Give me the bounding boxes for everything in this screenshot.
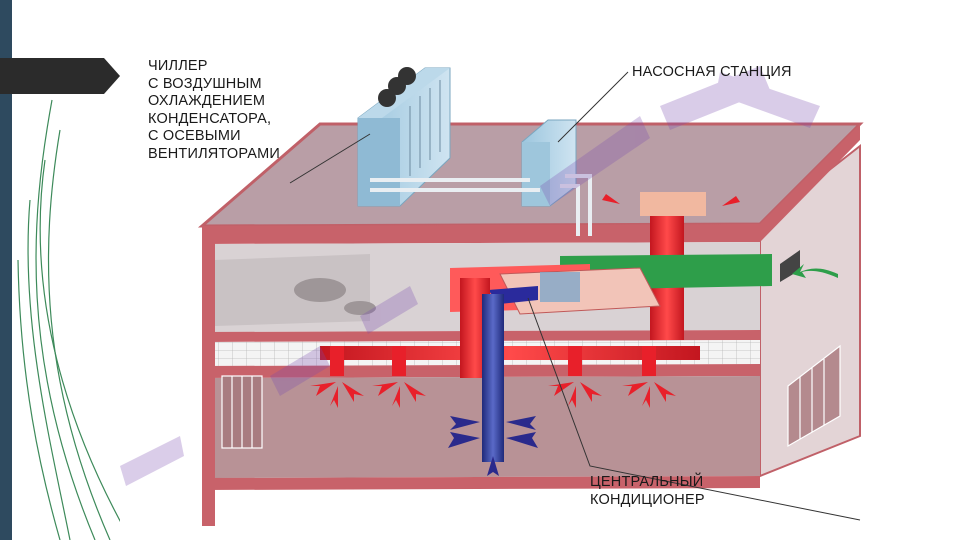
slide-accent-bar [0,0,12,540]
warm-air-arrows [310,194,740,408]
arrow-tab-decoration [0,58,120,94]
label-leader-lines [289,71,861,521]
cold-air-arrows [448,416,538,476]
chiller-label-line: С ОСЕВЫМИ [148,128,241,144]
chiller-label-line: ЧИЛЛЕР [148,58,208,74]
chiller-label-line: ОХЛАЖДЕНИЕМ [148,93,266,109]
window-left [221,375,263,449]
pump-station-label-text: НАСОСНАЯ СТАНЦИЯ [632,64,792,80]
side-wall-vents [787,344,841,448]
cold-air-riser [482,294,504,462]
central-ac-label: ЦЕНТРАЛЬНЫЙ КОНДИЦИОНЕР [590,474,705,509]
hvac-system-diagram: ЧИЛЛЕР С ВОЗДУШНЫМ ОХЛАЖДЕНИЕМ КОНДЕНСАТ… [120,46,908,532]
hvac-illustration [120,66,864,526]
watermark [120,66,820,486]
chiller-label: ЧИЛЛЕР С ВОЗДУШНЫМ ОХЛАЖДЕНИЕМ КОНДЕНСАТ… [148,58,280,163]
chiller-label-line: ВЕНТИЛЯТОРАМИ [148,145,281,162]
central-ac-label-line: ЦЕНТРАЛЬНЫЙ [590,474,704,490]
chiller-unit [357,67,451,207]
fresh-air-arrow [792,264,838,278]
fresh-air-grille [780,250,800,282]
chiller-label-line: С ВОЗДУШНЫМ [148,75,262,92]
chiller-label-line: КОНДЕНСАТОРА, [148,110,272,127]
pump-station-label: НАСОСНАЯ СТАНЦИЯ [632,64,792,82]
decorative-swoosh-lines [17,99,126,540]
chilled-water-pipes [370,174,592,236]
central-ac-label-line: КОНДИЦИОНЕР [590,491,705,508]
